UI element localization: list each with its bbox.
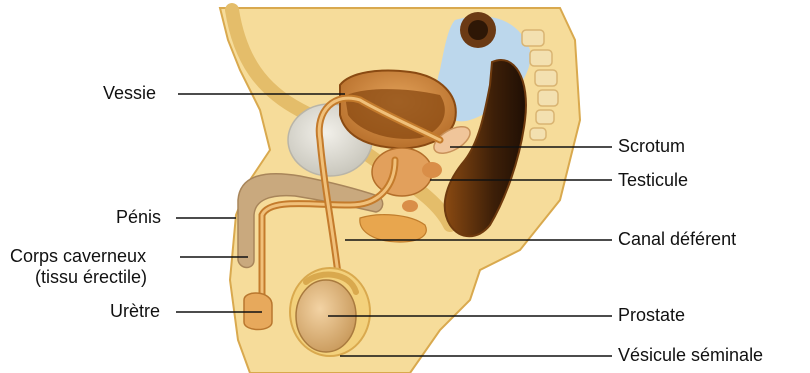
label-penis: Pénis (116, 207, 161, 227)
label-vesicule: Vésicule séminale (618, 345, 763, 365)
label-canal: Canal déférent (618, 229, 736, 249)
label-corps-line1: Corps caverneux (10, 246, 146, 266)
label-prostate: Prostate (618, 305, 685, 325)
label-corps-line2: (tissu érectile) (35, 267, 147, 287)
label-vessie: Vessie (103, 83, 156, 103)
label-testicule: Testicule (618, 170, 688, 190)
label-uretre: Urètre (110, 301, 160, 321)
label-scrotum: Scrotum (618, 136, 685, 156)
